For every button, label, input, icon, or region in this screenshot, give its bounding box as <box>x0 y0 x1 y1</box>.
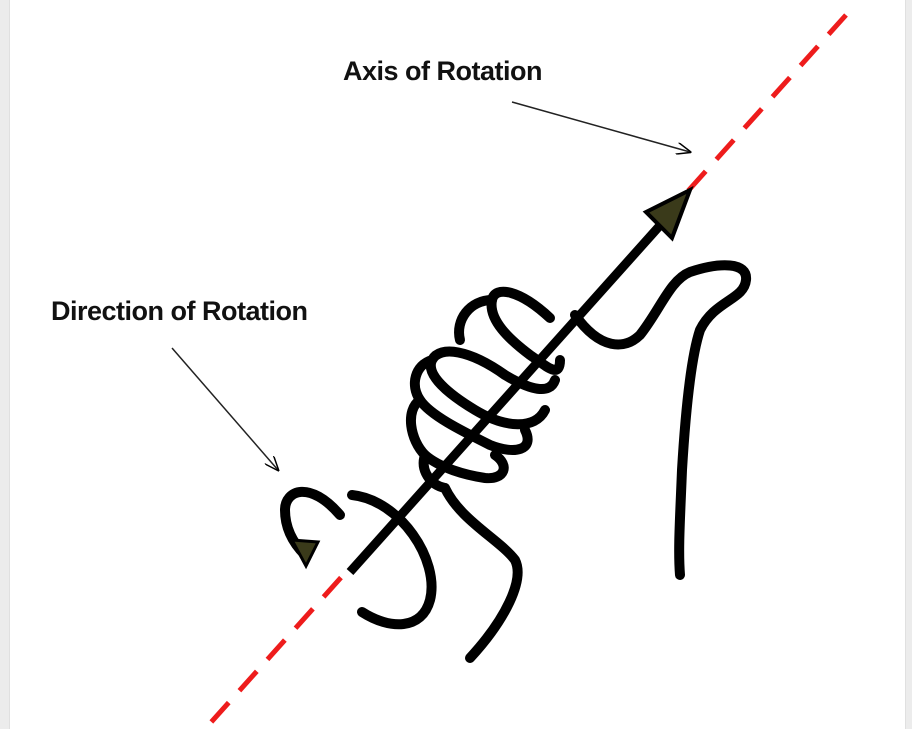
rotation-arrow-head <box>289 538 321 570</box>
hand-drawing <box>280 260 751 663</box>
axis-pointer-arrow <box>511 101 690 152</box>
right-border <box>905 0 912 729</box>
axis-of-rotation-label: Axis of Rotation <box>343 56 543 86</box>
left-border <box>0 0 10 729</box>
direction-pointer-arrow <box>171 347 278 470</box>
direction-of-rotation-label: Direction of Rotation <box>51 296 308 326</box>
axis-arrow-shaft <box>346 208 676 576</box>
axis-arrow-head <box>642 185 694 242</box>
